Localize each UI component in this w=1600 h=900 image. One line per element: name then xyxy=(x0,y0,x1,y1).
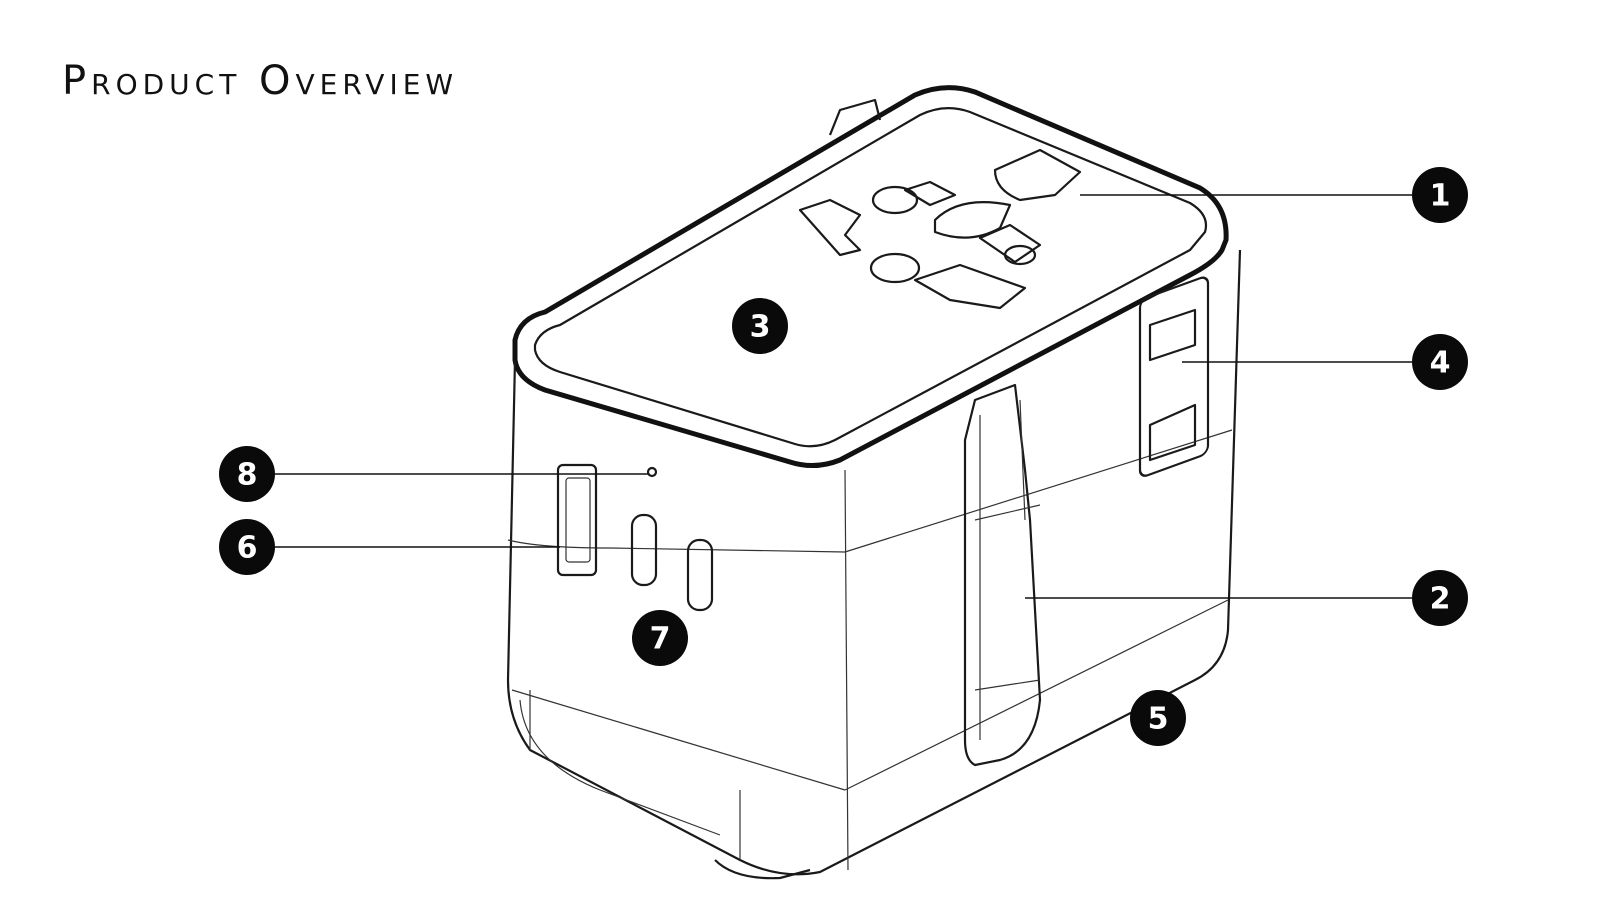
callout-7: 7 xyxy=(632,610,688,666)
svg-text:4: 4 xyxy=(1430,346,1451,381)
led-indicator xyxy=(646,466,658,478)
callout-8: 8 xyxy=(219,446,275,502)
svg-text:6: 6 xyxy=(237,531,258,566)
universal-socket xyxy=(798,148,1082,310)
plug-slider xyxy=(963,383,1042,767)
callout-6: 6 xyxy=(219,519,275,575)
front-ports xyxy=(556,463,714,612)
svg-text:2: 2 xyxy=(1430,582,1451,617)
svg-text:5: 5 xyxy=(1148,702,1169,737)
svg-text:8: 8 xyxy=(237,458,258,493)
callout-3: 3 xyxy=(732,298,788,354)
page-title: Product Overview xyxy=(62,58,459,104)
svg-text:3: 3 xyxy=(750,310,771,345)
callout-2: 2 xyxy=(1412,570,1468,626)
callout-5: 5 xyxy=(1130,690,1186,746)
usb-a-ports-side xyxy=(1138,276,1210,477)
callout-4: 4 xyxy=(1412,334,1468,390)
svg-text:1: 1 xyxy=(1430,179,1451,214)
svg-text:7: 7 xyxy=(650,622,671,657)
callout-1: 1 xyxy=(1412,167,1468,223)
adapter-body xyxy=(506,85,1242,880)
